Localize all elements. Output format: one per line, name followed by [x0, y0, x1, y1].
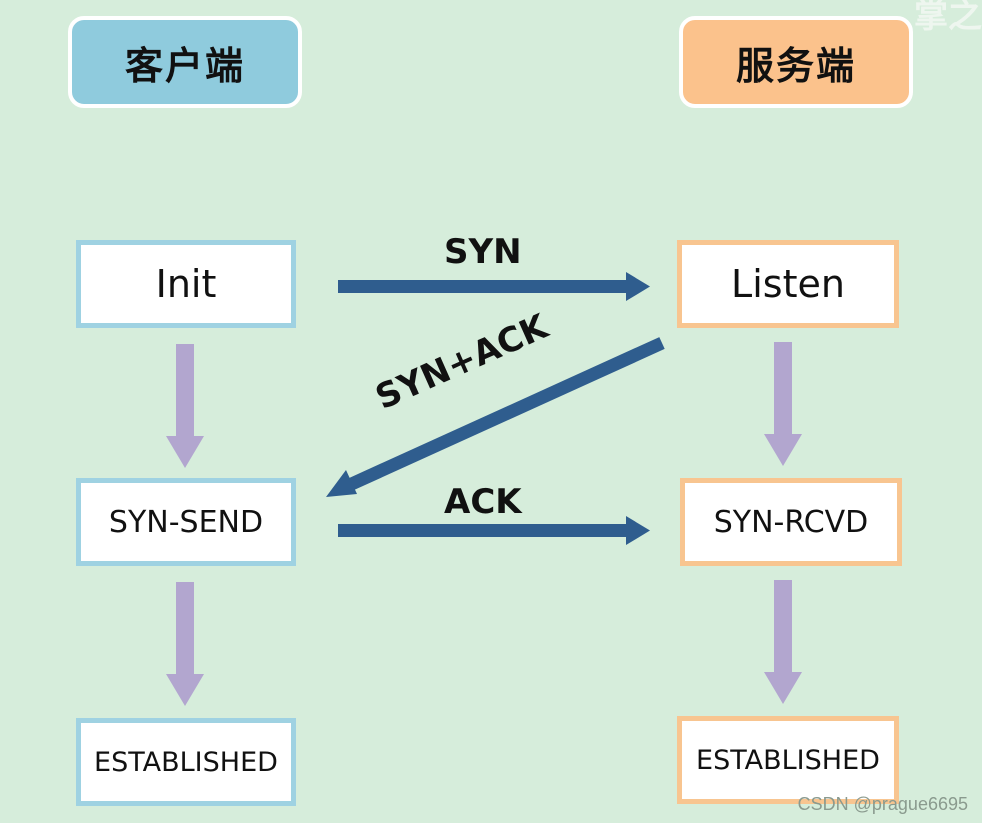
ack-arrow	[338, 516, 650, 545]
csdn-watermark: CSDN @prague6695	[797, 794, 968, 814]
server-arrow-syn-rcvd-to-established	[764, 580, 802, 704]
syn-label: SYN	[444, 232, 522, 272]
client-state-established: ESTABLISHED	[76, 718, 296, 806]
server-state-established: ESTABLISHED	[677, 716, 899, 804]
ack-label: ACK	[444, 482, 522, 522]
server-arrow-listen-to-syn-rcvd	[764, 342, 802, 466]
corner-watermark: 掌之	[914, 0, 982, 36]
server-state-syn-rcvd: SYN-RCVD	[680, 478, 902, 566]
client-arrow-syn-send-to-established	[166, 582, 204, 706]
server-header: 服务端	[679, 16, 913, 108]
client-state-syn-send: SYN-SEND	[76, 478, 296, 566]
client-arrow-init-to-syn-send	[166, 344, 204, 468]
client-state-init: Init	[76, 240, 296, 328]
syn-ack-arrow	[326, 337, 665, 497]
syn-arrow	[338, 272, 650, 301]
client-header: 客户端	[68, 16, 302, 108]
server-state-listen: Listen	[677, 240, 899, 328]
